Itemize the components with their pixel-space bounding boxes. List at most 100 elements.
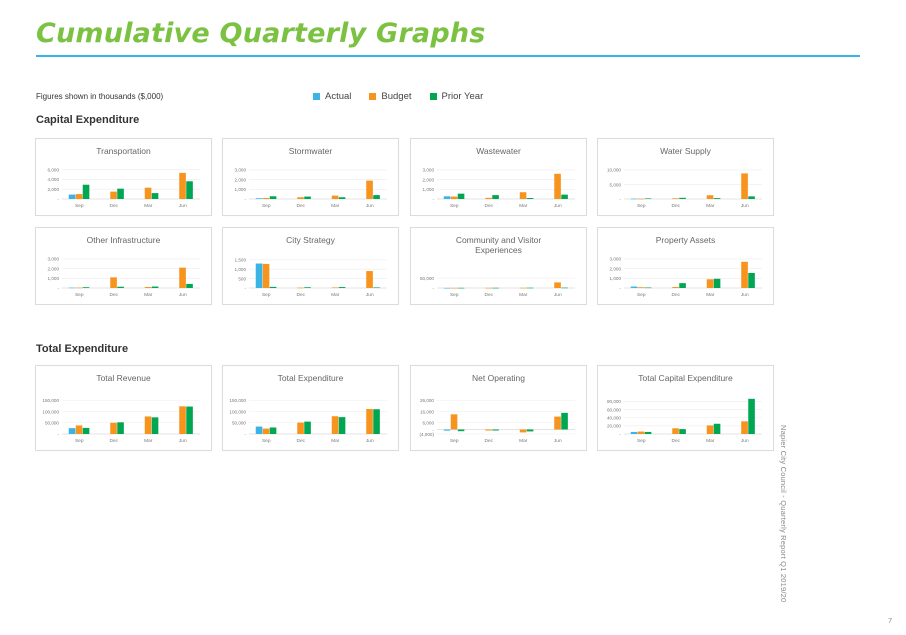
y-tick-label: - [57,197,59,202]
bar-budget-sep [637,431,645,434]
y-tick-label: 1,000 [235,267,247,272]
x-tick-label: Dec [671,292,680,298]
bar-budget-jun [366,180,373,199]
bar-prior-year-dec [304,421,311,434]
bar-budget-mar [331,195,339,199]
bar-budget-jun [741,261,748,288]
bar-prior-year-sep [644,198,652,200]
x-tick-label: Sep [450,292,459,298]
bar-budget-mar [706,425,714,434]
bar-prior-year-mar [338,417,346,434]
bar-prior-year-sep [82,287,90,288]
bar-budget-mar [331,287,339,289]
title-divider [36,55,860,57]
x-tick-label: Mar [706,292,715,298]
bar-prior-year-mar [151,417,159,434]
y-tick-label: 1,000 [423,187,435,192]
page-number: 7 [888,616,893,625]
x-tick-label: Jun [179,203,187,209]
x-tick-label: Sep [262,292,271,298]
bar-actual-sep [630,431,638,434]
chart-title: Wastewater [476,146,521,156]
bar-budget-mar [706,195,714,199]
y-tick-label: - [619,197,621,202]
bar-budget-sep [75,287,83,289]
y-tick-label: 2,000 [48,187,60,192]
x-tick-label: Jun [179,292,187,298]
legend-label-prior-year: Prior Year [441,91,484,102]
bar-budget-jun [554,173,561,199]
x-tick-label: Jun [366,292,374,298]
y-tick-label: 10,000 [607,168,621,173]
bar-actual-sep [443,429,451,431]
bar-prior-year-sep [269,286,277,288]
bar-prior-year-jun [748,196,755,199]
y-tick-label: - [619,432,621,437]
chart-title: Total Capital Expenditure [638,373,733,383]
bar-prior-year-jun [186,181,193,199]
y-tick-label: - [619,286,621,291]
x-tick-label: Mar [519,292,528,298]
x-tick-label: Dec [484,292,493,298]
legend-item-prior-year: Prior Year [429,91,484,102]
y-tick-label: 5,000 [610,182,622,187]
y-tick-label: 3,000 [235,168,247,173]
x-tick-label: Dec [296,203,305,209]
x-tick-label: Jun [179,438,187,444]
bar-budget-sep [637,287,645,288]
x-tick-label: Mar [519,438,528,444]
x-tick-label: Dec [484,438,493,444]
y-tick-label: 26,000 [420,398,434,403]
x-tick-label: Sep [75,203,84,209]
bar-budget-jun [179,267,186,288]
y-tick-label: 150,000 [229,398,246,403]
bar-budget-dec [297,422,304,434]
bar-prior-year-sep [644,431,652,434]
bar-prior-year-dec [304,287,311,288]
x-tick-label: Sep [262,438,271,444]
bar-budget-sep [450,196,458,199]
x-tick-label: Dec [296,438,305,444]
bar-prior-year-dec [117,422,124,434]
x-tick-label: Dec [484,203,493,209]
chart-title: Other Infrastructure [86,235,161,245]
x-tick-label: Mar [144,438,153,444]
x-tick-label: Mar [144,292,153,298]
bar-actual-sep [68,194,76,199]
bar-prior-year-dec [492,429,499,431]
y-tick-label: 6,000 [423,421,435,426]
bar-prior-year-sep [82,427,90,434]
y-tick-label: 4,000 [48,177,60,182]
y-tick-label: 1,000 [235,187,247,192]
bar-prior-year-mar [713,423,721,434]
bar-budget-jun [554,416,561,430]
bar-prior-year-mar [338,287,346,288]
bar-budget-jun [366,409,373,434]
bar-budget-sep [262,428,270,434]
bar-prior-year-dec [492,287,499,289]
y-tick-label: 50,000 [420,276,434,281]
bar-budget-mar [144,416,152,434]
bar-prior-year-jun [748,398,755,434]
bar-prior-year-jun [561,287,568,289]
bar-prior-year-sep [457,429,465,432]
y-tick-label: 6,000 [48,167,60,172]
bar-prior-year-sep [644,287,652,289]
x-tick-label: Mar [331,203,340,209]
x-tick-label: Jun [741,292,749,298]
section-heading-total: Total Expenditure [36,343,129,355]
bar-prior-year-mar [526,429,534,432]
legend-item-budget: Budget [369,91,412,102]
bar-prior-year-jun [561,194,568,199]
x-tick-label: Mar [519,203,528,209]
legend-swatch-actual [313,93,320,100]
y-tick-label: 50,000 [45,421,59,426]
bar-budget-jun [366,271,373,288]
bar-prior-year-jun [373,287,380,289]
chart-card-community-visitor: Community and Visitor Experiences -50,00… [410,227,587,305]
